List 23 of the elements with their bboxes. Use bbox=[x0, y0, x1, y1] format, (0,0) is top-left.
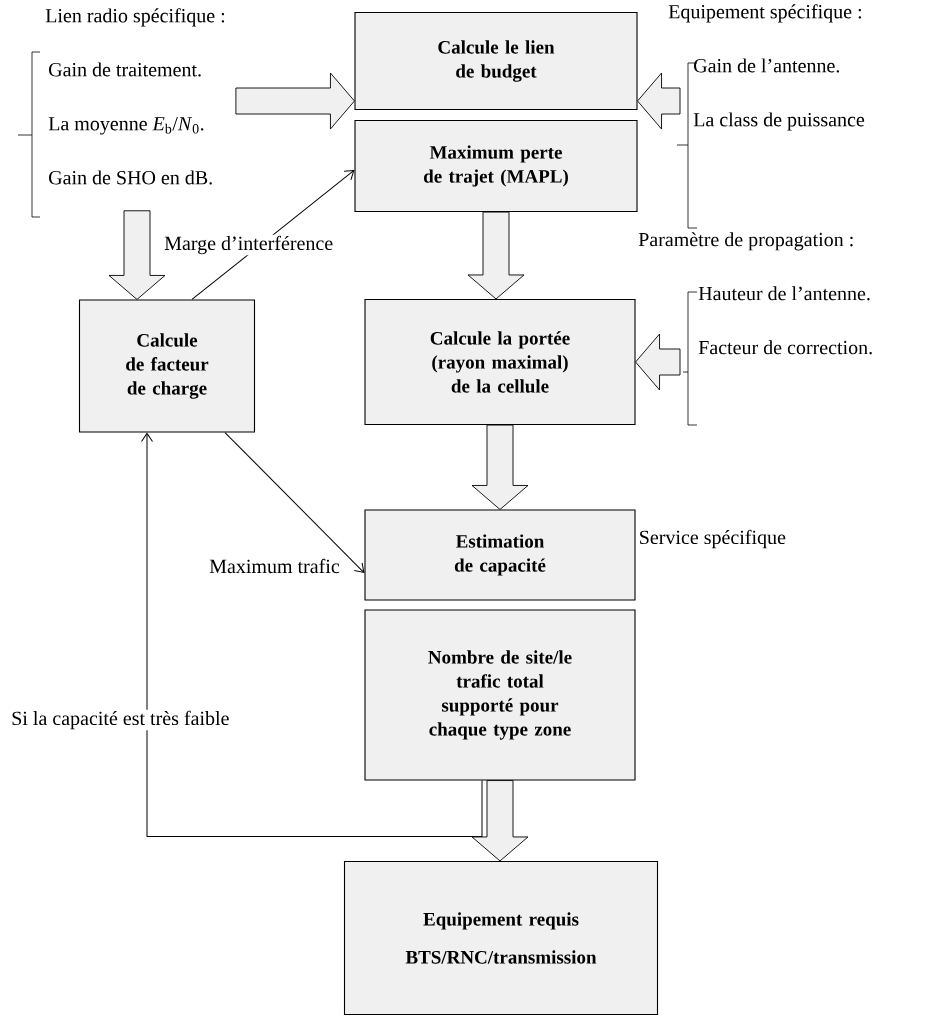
block-arrow bbox=[108, 210, 166, 300]
process-box: Calcule de facteur de charge bbox=[78, 299, 256, 433]
block-arrow bbox=[637, 72, 681, 130]
arrow bbox=[224, 432, 365, 573]
bracketed-list: Equipement spécifique : Gain de l’antenne. La class de puissance bbox=[668, 4, 865, 229]
block-arrow bbox=[471, 424, 529, 510]
bracketed-list: Paramètre de propagation : Hauteur de l’antenne. Facteur de correction. bbox=[638, 232, 872, 426]
edge-label: Si la capacité est très faible bbox=[10, 709, 231, 731]
block-arrow bbox=[235, 72, 355, 130]
edge-label: Maximum trafic bbox=[208, 557, 341, 575]
arrow bbox=[141, 432, 483, 838]
process-box: Calcule la portée (rayon maximal) de la cellule bbox=[364, 298, 636, 426]
block-arrow bbox=[471, 780, 529, 862]
edge-label: Marge d’interférence bbox=[163, 234, 335, 256]
process-box: Equipement requis BTS/RNC/transmission bbox=[343, 860, 659, 1016]
block-arrow bbox=[467, 211, 525, 300]
bracketed-list: Lien radio spécifique : Gain de traitement. La moyenne E$_{b}$/N$_{0}$. Gain de SHO en dB. bbox=[17, 8, 225, 218]
process-box: Nombre de site/le trafic total supporté pour chaque type zone bbox=[364, 609, 636, 781]
block-arrow bbox=[635, 333, 681, 391]
process-box: Calcule le lien de budget bbox=[354, 11, 638, 111]
process-box: Maximum perte de trajet (MAPL) bbox=[354, 119, 638, 213]
side-note: Service spécifique bbox=[640, 529, 786, 549]
process-box: Estimation de capacité bbox=[364, 509, 636, 601]
